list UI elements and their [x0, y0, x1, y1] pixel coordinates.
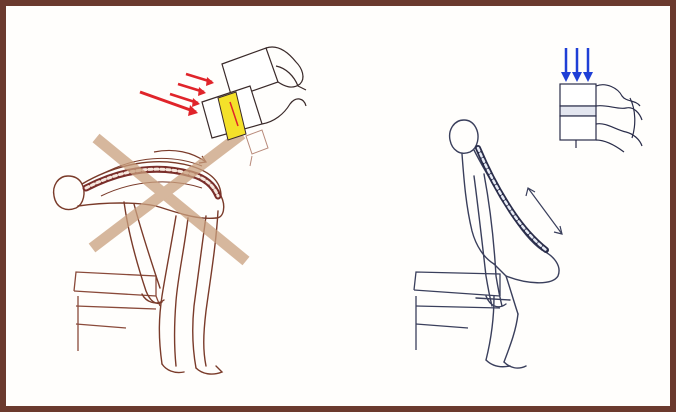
alignment-arrow	[526, 188, 562, 234]
axial-load-arrows	[561, 48, 593, 82]
neutral-vertebra-detail	[560, 84, 642, 152]
lift-surface-left	[74, 272, 160, 351]
cross-out-mark	[92, 134, 246, 261]
stooped-person-figure	[54, 162, 224, 374]
compression-arrows	[140, 74, 214, 116]
correct-lift-panel	[414, 48, 642, 368]
lifting-posture-diagram	[6, 6, 670, 406]
incorrect-lift-panel	[54, 47, 306, 374]
